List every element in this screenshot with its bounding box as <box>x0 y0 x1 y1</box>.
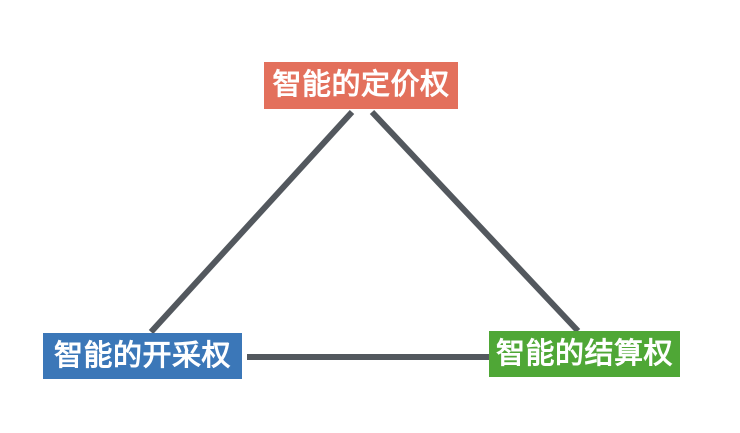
node-pricing-label: 智能的定价权 <box>272 69 450 101</box>
edge-pricing-mining <box>148 109 355 335</box>
node-mining[interactable]: 智能的开采权 <box>43 333 242 379</box>
node-mining-label: 智能的开采权 <box>53 339 231 372</box>
node-pricing[interactable]: 智能的定价权 <box>264 62 458 109</box>
node-settlement-label: 智能的结算权 <box>495 337 673 370</box>
node-settlement[interactable]: 智能的结算权 <box>489 331 680 377</box>
edge-pricing-settlement <box>369 109 581 334</box>
